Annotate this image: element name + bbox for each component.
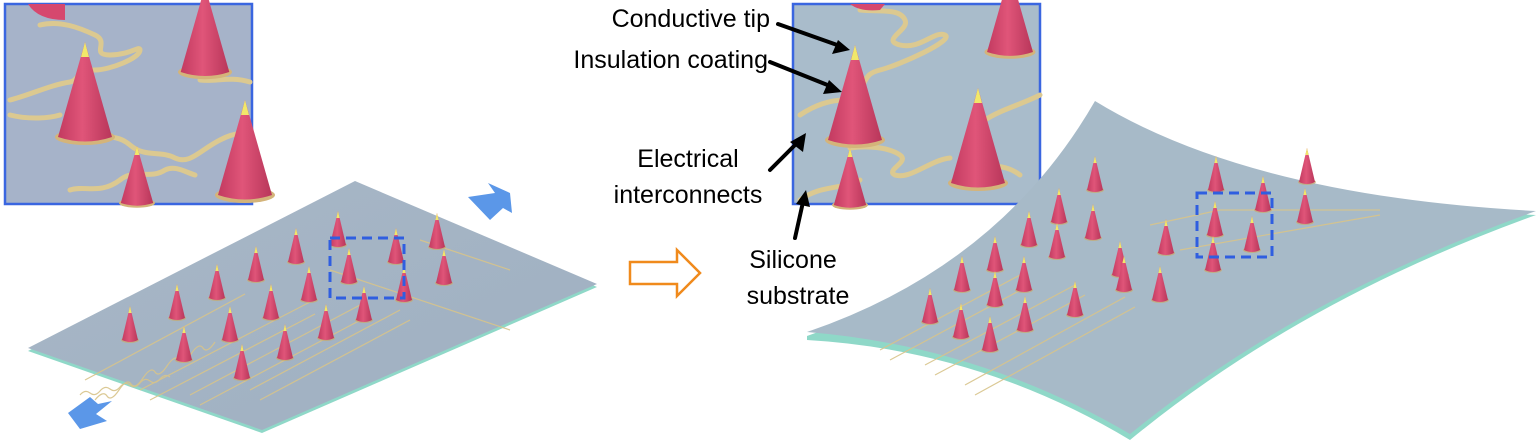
dashed-selection-box-left	[328, 236, 406, 300]
label-conductive-tip: Conductive tip	[611, 5, 770, 33]
unstretched-substrate	[28, 181, 597, 433]
label-silicone-substrate-line2: substrate	[746, 282, 850, 310]
label-electrical-interconnects-line2: interconnects	[613, 181, 763, 209]
left-inset	[3, 0, 275, 208]
stretch-arrow-up-right	[468, 183, 512, 220]
process-arrow	[628, 246, 702, 300]
stretched-substrate	[807, 101, 1536, 440]
right-inset	[791, 0, 1043, 210]
dashed-selection-box-right	[1195, 191, 1274, 259]
label-silicone-substrate-line1: Silicone	[749, 246, 837, 274]
label-pointers	[768, 22, 850, 240]
label-electrical-interconnects-line1: Electrical	[637, 145, 739, 173]
label-insulation-coating: Insulation coating	[573, 46, 768, 74]
stretch-arrow-down-left	[68, 397, 112, 429]
